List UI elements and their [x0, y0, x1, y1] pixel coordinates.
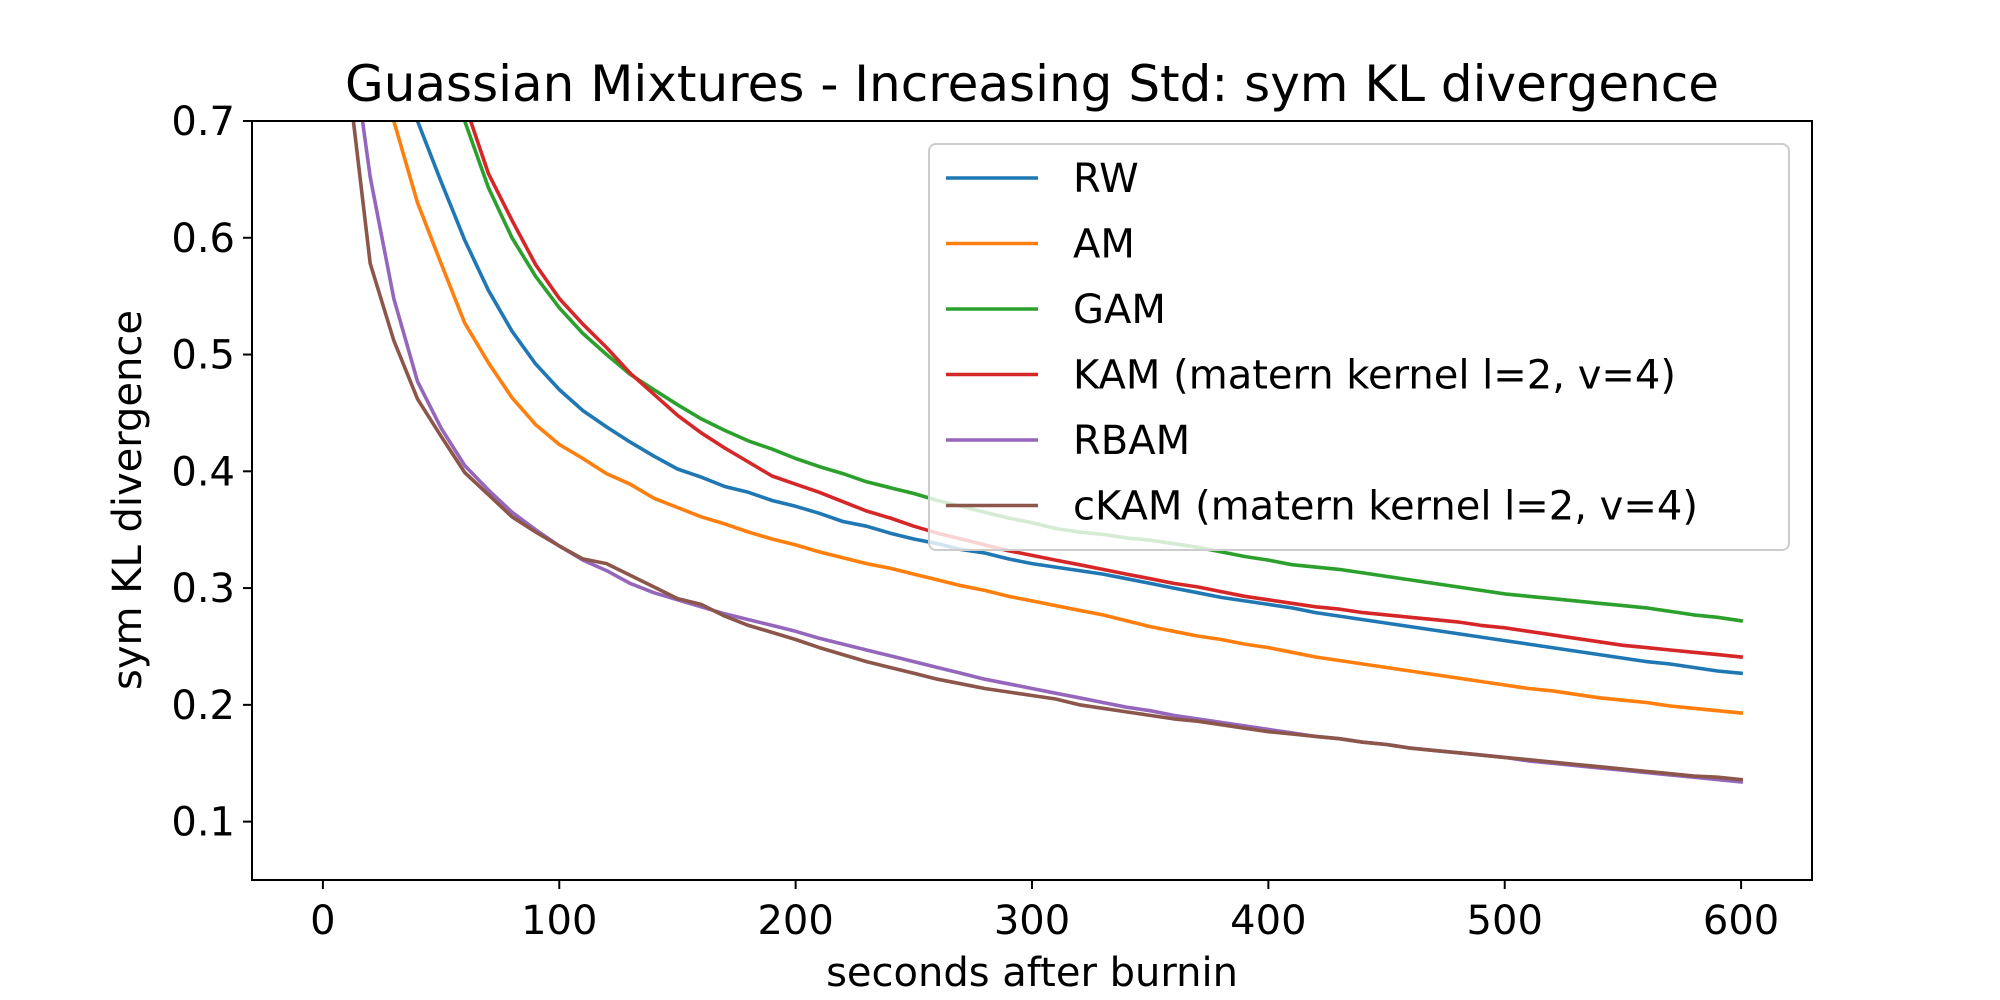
chart-title: Guassian Mixtures - Increasing Std: sym … — [345, 55, 1719, 113]
legend-label-0: RW — [1073, 156, 1139, 202]
legend: RW AM GAM KAM (matern kernel l=2, v=4) RBAM c… — [928, 143, 1790, 551]
x-tick-label: 100 — [521, 898, 597, 944]
x-tick-label: 300 — [994, 898, 1070, 944]
legend-label-3: KAM (matern kernel l=2, v=4) — [1073, 353, 1676, 399]
x-tick-label: 500 — [1467, 898, 1543, 944]
legend-label-2: GAM — [1073, 287, 1166, 333]
legend-label-5: cKAM (matern kernel l=2, v=4) — [1073, 484, 1698, 530]
x-tick-label: 400 — [1230, 898, 1306, 944]
legend-box — [928, 143, 1790, 551]
y-axis-label: sym KL divergence — [105, 310, 151, 690]
y-tick-label: 0.5 — [171, 333, 235, 379]
x-axis-label: seconds after burnin — [826, 950, 1238, 996]
legend-label-4: RBAM — [1073, 418, 1190, 464]
y-tick-label: 0.2 — [171, 683, 235, 729]
y-tick-label: 0.7 — [171, 99, 235, 145]
x-tick-label: 600 — [1703, 898, 1779, 944]
x-axis: 0 100 200 300 400 500 600 — [310, 880, 1779, 944]
y-tick-label: 0.3 — [171, 566, 235, 612]
series-line-0 — [415, 121, 1744, 676]
y-tick-label: 0.4 — [171, 449, 235, 495]
series-line-5 — [351, 121, 1744, 782]
y-axis: 0.1 0.2 0.3 0.4 0.5 0.6 0.7 — [171, 99, 252, 846]
y-tick-label: 0.1 — [171, 800, 235, 846]
series-line-1 — [391, 121, 1744, 715]
series-line-3 — [468, 121, 1744, 659]
x-tick-label: 0 — [310, 898, 335, 944]
y-tick-label: 0.6 — [171, 216, 235, 262]
x-tick-label: 200 — [757, 898, 833, 944]
legend-label-1: AM — [1073, 222, 1135, 268]
